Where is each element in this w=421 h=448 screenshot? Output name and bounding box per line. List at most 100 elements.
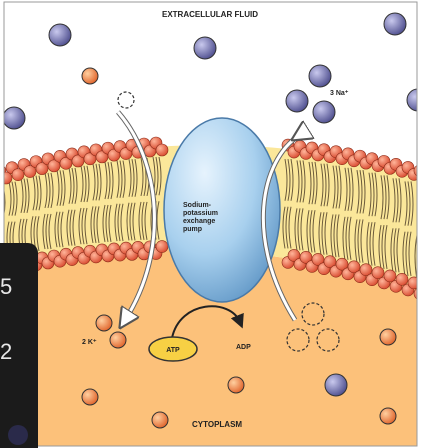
lipid-tail <box>330 165 336 258</box>
phospholipid-head <box>47 159 61 173</box>
lipid-tail <box>396 178 402 273</box>
lipid-tail <box>90 163 96 244</box>
potassium-ion <box>81 388 99 406</box>
sodium-ion <box>4 106 26 130</box>
lipid-tail <box>96 163 102 244</box>
phospholipid-head <box>11 168 25 181</box>
phospholipid-head <box>311 253 325 266</box>
phospholipid-head <box>155 240 169 253</box>
pump-label: Sodium- potassium exchange pump <box>183 202 218 233</box>
lipid-tail <box>45 172 51 250</box>
lipid-tail <box>4 187 6 217</box>
lipid-tail <box>60 170 66 248</box>
lipid-tail <box>333 165 339 258</box>
lipid-tail <box>120 160 126 242</box>
sodium-ion <box>193 36 217 60</box>
lipid-tail <box>48 172 54 250</box>
lipid-tail <box>405 181 411 276</box>
overlay-avatar <box>8 425 28 445</box>
pump-label-line: exchange <box>183 218 215 225</box>
phospholipid-head <box>413 288 417 300</box>
lipid-tail <box>282 158 288 249</box>
sodium-ion <box>406 88 417 112</box>
atp-label: ATP <box>166 347 180 354</box>
lipid-tail <box>369 172 375 266</box>
lipid-tail <box>114 160 120 242</box>
phospholipid-head <box>383 269 397 283</box>
potassium-count-label: 2 K⁺ <box>82 339 97 346</box>
overlay-text: 5 <box>0 275 12 299</box>
lipid-tail <box>309 161 315 253</box>
lipid-tail <box>36 175 42 252</box>
lipid-tail <box>66 167 72 246</box>
lipid-tail <box>345 167 351 260</box>
lipid-tail <box>384 175 390 270</box>
extracellular-fluid-label: EXTRACELLULAR FLUID <box>162 10 258 19</box>
lipid-tail <box>312 161 318 253</box>
potassium-ions <box>81 67 397 429</box>
video-overlay-panel <box>0 243 38 448</box>
phospholipid-head <box>413 165 417 177</box>
lipid-tail <box>132 159 138 241</box>
sodium-count-label: 3 Na⁺ <box>330 90 349 97</box>
lipid-tail <box>297 160 303 251</box>
phospholipid-head <box>71 154 85 168</box>
phospholipid-head <box>371 266 385 280</box>
phospholipid-head <box>35 162 49 175</box>
diagram-frame <box>3 1 418 447</box>
vacated-sodium-site <box>286 328 310 352</box>
sodium-ion <box>312 100 336 124</box>
lipid-tail <box>408 181 414 276</box>
vacated-sodium-site <box>316 328 340 352</box>
lipid-tail <box>348 167 354 260</box>
vacated-sodium-site <box>301 302 325 326</box>
potassium-ion <box>379 328 397 346</box>
phospholipid-head <box>23 165 37 178</box>
lipid-tail <box>306 161 312 253</box>
lipid-tail <box>72 167 78 246</box>
lipid-tail <box>390 178 396 273</box>
lipid-tail <box>366 172 372 266</box>
phospholipid-head <box>59 157 73 170</box>
phospholipid-head <box>323 255 337 269</box>
lipid-tail <box>78 165 84 245</box>
phospholipid-head <box>299 251 313 264</box>
lipid-tail <box>156 156 162 240</box>
lipid-tail <box>336 165 342 258</box>
lipid-tail <box>102 162 108 242</box>
pump-label-line: potassium <box>183 210 218 217</box>
sodium-ion <box>383 12 407 36</box>
potassium-ion <box>95 314 113 332</box>
lipid-tail <box>321 163 327 255</box>
lipid-tail <box>69 167 75 246</box>
lipid-tail <box>81 165 87 245</box>
phospholipid-head <box>4 171 13 185</box>
sodium-ion <box>324 373 348 397</box>
lipid-tail <box>105 162 111 242</box>
atp-to-adp-arrow <box>171 305 244 339</box>
phospholipid-head <box>359 263 373 276</box>
potassium-ion <box>81 67 99 85</box>
lipid-tail <box>285 158 291 249</box>
vacated-potassium-site <box>117 91 135 109</box>
lipid-tail <box>378 175 384 270</box>
lipid-tail <box>42 172 48 250</box>
lipid-tail <box>372 172 378 266</box>
adp-label: ADP <box>236 344 251 351</box>
phospholipid-head <box>155 143 169 157</box>
lipid-tail <box>300 160 306 251</box>
sodium-pathway-arrow <box>261 135 300 321</box>
phospholipid-head <box>83 152 97 166</box>
lipid-tail <box>414 184 417 280</box>
lipid-tail <box>360 170 366 263</box>
lipid-tail <box>138 157 144 240</box>
lipid-tail <box>393 178 399 273</box>
phospholipid-head <box>395 273 409 286</box>
lipid-tail <box>357 170 363 263</box>
lipid-tail <box>294 160 300 251</box>
lipid-tail <box>117 160 123 242</box>
lipid-tail <box>84 165 90 245</box>
lipid-tail <box>54 170 60 248</box>
